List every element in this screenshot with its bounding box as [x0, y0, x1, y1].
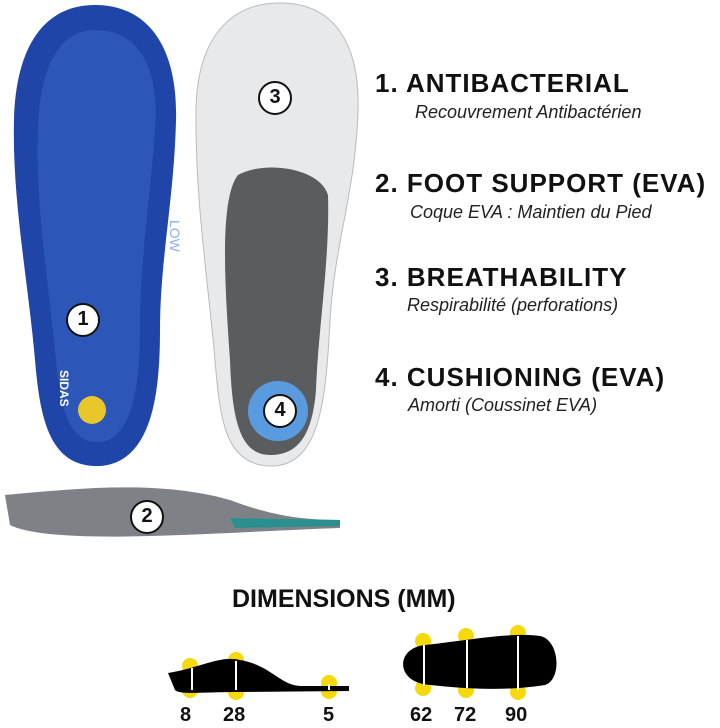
side-view-insole: [5, 487, 340, 537]
feature-3-title: 3. BREATHABILITY: [375, 262, 628, 292]
top-dimension-diagram: [403, 625, 557, 700]
model-label: LOW: [167, 220, 183, 253]
top-value-2: 72: [454, 704, 477, 726]
marker-2-label: 2: [141, 505, 153, 527]
side-value-1: 8: [180, 704, 192, 726]
feature-2-subtitle: Coque EVA : Maintien du Pied: [410, 202, 652, 222]
brand-logo-badge: [78, 396, 106, 424]
marker-1-label: 1: [77, 308, 89, 330]
top-value-3: 90: [505, 704, 528, 726]
feature-2-title: 2. FOOT SUPPORT (EVA): [375, 168, 707, 198]
eva-support-shell: [225, 167, 329, 455]
feature-3-subtitle: Respirabilité (perforations): [407, 295, 619, 315]
feature-4-title: 4. CUSHIONING (EVA): [375, 362, 666, 392]
brand-label: SIDAS: [57, 370, 71, 407]
marker-3-label: 3: [269, 86, 281, 108]
side-value-3: 5: [323, 704, 335, 726]
marker-3: [258, 81, 292, 115]
marker-2: [130, 500, 164, 534]
side-value-2: 28: [223, 704, 246, 726]
marker-4-label: 4: [274, 399, 286, 421]
feature-1-title: 1. ANTIBACTERIAL: [375, 68, 630, 98]
blue-insole-inner-panel: [37, 30, 156, 443]
side-dimension-diagram: [168, 652, 349, 700]
feature-1-subtitle: Recouvrement Antibactérien: [415, 102, 642, 122]
dimensions-title: DIMENSIONS (MM): [232, 585, 456, 613]
feature-4-subtitle: Amorti (Coussinet EVA): [408, 395, 598, 415]
marker-1: [66, 303, 100, 337]
side-view-top-layer: [230, 518, 340, 528]
top-value-1: 62: [410, 704, 433, 726]
marker-4: [263, 394, 297, 428]
